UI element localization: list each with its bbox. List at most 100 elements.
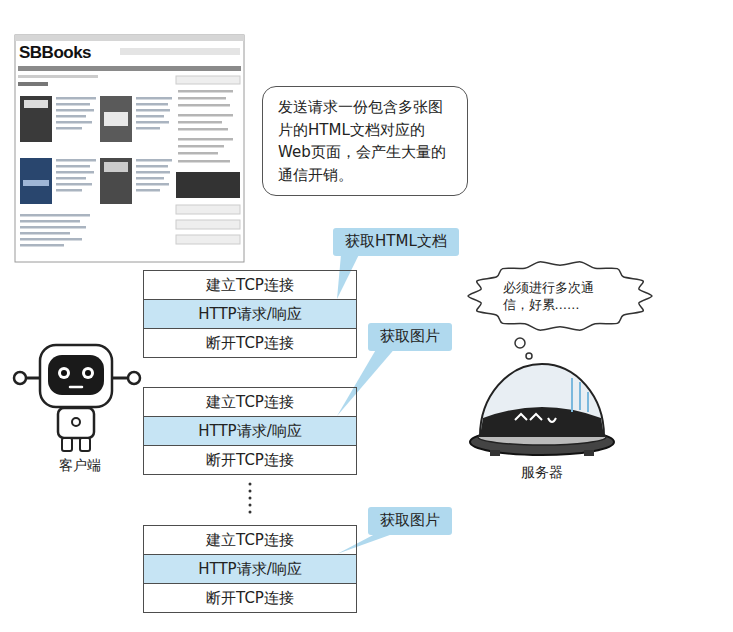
web-page-screenshot — [136, 165, 168, 168]
logo-text: SBBooks — [19, 43, 91, 63]
web-page-screenshot — [136, 97, 172, 100]
web-page-screenshot — [136, 183, 169, 186]
web-page-screenshot — [104, 162, 128, 172]
server-figure — [480, 364, 604, 436]
server-figure — [526, 353, 532, 359]
client-robot — [62, 438, 72, 451]
node-text: 断开TCP连接 — [206, 334, 294, 353]
web-page-screenshot — [20, 220, 80, 223]
node-text: 建立TCP连接 — [206, 276, 294, 295]
node-text: HTTP请求/响应 — [198, 560, 301, 579]
web-page-screenshot — [178, 90, 233, 163]
web-page-screenshot — [23, 180, 49, 186]
process-row: 建立TCP连接 — [143, 270, 357, 300]
web-page-screenshot — [56, 159, 96, 162]
client-robot — [48, 355, 104, 395]
cloud-outline — [468, 262, 652, 330]
web-page-screenshot — [136, 159, 172, 162]
node-text: 断开TCP连接 — [206, 589, 294, 608]
client-robot — [14, 372, 26, 384]
figure-label: 服务器 — [521, 464, 563, 482]
client-robot — [72, 418, 80, 426]
client-robot — [14, 345, 140, 451]
web-page-screenshot — [56, 109, 94, 112]
web-page-screenshot — [136, 171, 170, 174]
web-page-screenshot — [20, 226, 86, 229]
web-page-screenshot — [178, 114, 233, 117]
server-figure — [571, 378, 573, 412]
server-figure — [470, 338, 614, 456]
client-robot — [70, 386, 82, 389]
callout-tag: 获取图片 — [368, 507, 452, 535]
web-page-screenshot — [18, 82, 48, 86]
thought-cloud: 必须进行多次通信，好累…… — [465, 258, 655, 334]
node-text: 获取图片 — [380, 511, 440, 531]
client-robot — [58, 408, 94, 438]
node-text: 发送请求一份包含多张图片的HTML文档对应的Web页面，会产生大量的通信开销。 — [278, 96, 452, 186]
server-figure — [480, 407, 604, 436]
node-text: 必须进行多次通信，好累…… — [503, 279, 618, 314]
process-row: 建立TCP连接 — [143, 387, 357, 417]
callout-tail — [337, 534, 394, 555]
web-page-screenshot — [176, 220, 240, 229]
figure-label: 客户端 — [59, 457, 101, 475]
client-robot — [85, 370, 91, 376]
server-figure — [515, 414, 542, 420]
web-page-screenshot — [176, 205, 240, 214]
web-page-screenshot — [56, 171, 94, 174]
note-box: 发送请求一份包含多张图片的HTML文档对应的Web页面，会产生大量的通信开销。 — [262, 86, 468, 196]
process-row: 建立TCP连接 — [143, 525, 357, 555]
client-robot — [58, 367, 70, 379]
web-page-screenshot — [120, 48, 240, 55]
ellipsis-dots — [249, 504, 252, 507]
ellipsis-dots — [249, 483, 252, 514]
callout-tag: 获取图片 — [368, 323, 452, 351]
node-text: HTTP请求/响应 — [198, 305, 301, 324]
web-page-screenshot — [15, 35, 244, 41]
web-page-screenshot — [20, 97, 172, 247]
web-page-screenshot — [24, 100, 48, 108]
web-page-screenshot — [18, 66, 241, 71]
web-page-screenshot — [176, 172, 240, 198]
cloud-outline — [465, 258, 655, 334]
client-robot — [82, 367, 94, 379]
request-row: HTTP请求/响应 — [143, 416, 357, 446]
node-text: 建立TCP连接 — [206, 393, 294, 412]
web-page-screenshot — [136, 109, 170, 112]
node-text: 获取图片 — [380, 327, 440, 347]
web-page-screenshot — [56, 115, 86, 118]
web-page-screenshot — [56, 189, 82, 192]
web-page-screenshot — [100, 158, 132, 204]
request-row: HTTP请求/响应 — [143, 299, 357, 329]
web-page-screenshot — [15, 35, 244, 262]
callout-tail — [337, 350, 394, 417]
web-page-screenshot — [56, 121, 92, 124]
server-figure — [579, 382, 581, 410]
web-page-screenshot — [15, 35, 244, 262]
web-page-screenshot — [20, 238, 82, 241]
process-row: 断开TCP连接 — [143, 445, 357, 475]
web-page-screenshot — [178, 138, 233, 141]
web-page-screenshot — [100, 96, 132, 142]
web-page-screenshot — [136, 177, 164, 180]
process-row: 断开TCP连接 — [143, 583, 357, 613]
ellipsis-dots — [249, 483, 252, 486]
web-page-screenshot — [56, 165, 90, 168]
web-page-screenshot — [20, 158, 52, 204]
web-page-screenshot — [136, 189, 160, 192]
ellipsis-dots — [249, 511, 252, 514]
client-robot — [80, 438, 90, 451]
web-page-screenshot — [20, 96, 52, 142]
server-figure — [515, 338, 525, 348]
web-page-screenshot — [178, 145, 224, 148]
node-text: HTTP请求/响应 — [198, 422, 301, 441]
callout-tag: 获取HTML文档 — [333, 228, 459, 256]
web-page-screenshot — [56, 177, 86, 180]
web-page-screenshot — [178, 160, 230, 163]
web-page-screenshot — [136, 121, 169, 124]
web-page-screenshot — [20, 232, 70, 235]
web-page-screenshot — [136, 127, 160, 130]
web-page-screenshot — [18, 75, 98, 78]
callout-tail — [337, 255, 359, 300]
process-row: 断开TCP连接 — [143, 328, 357, 358]
